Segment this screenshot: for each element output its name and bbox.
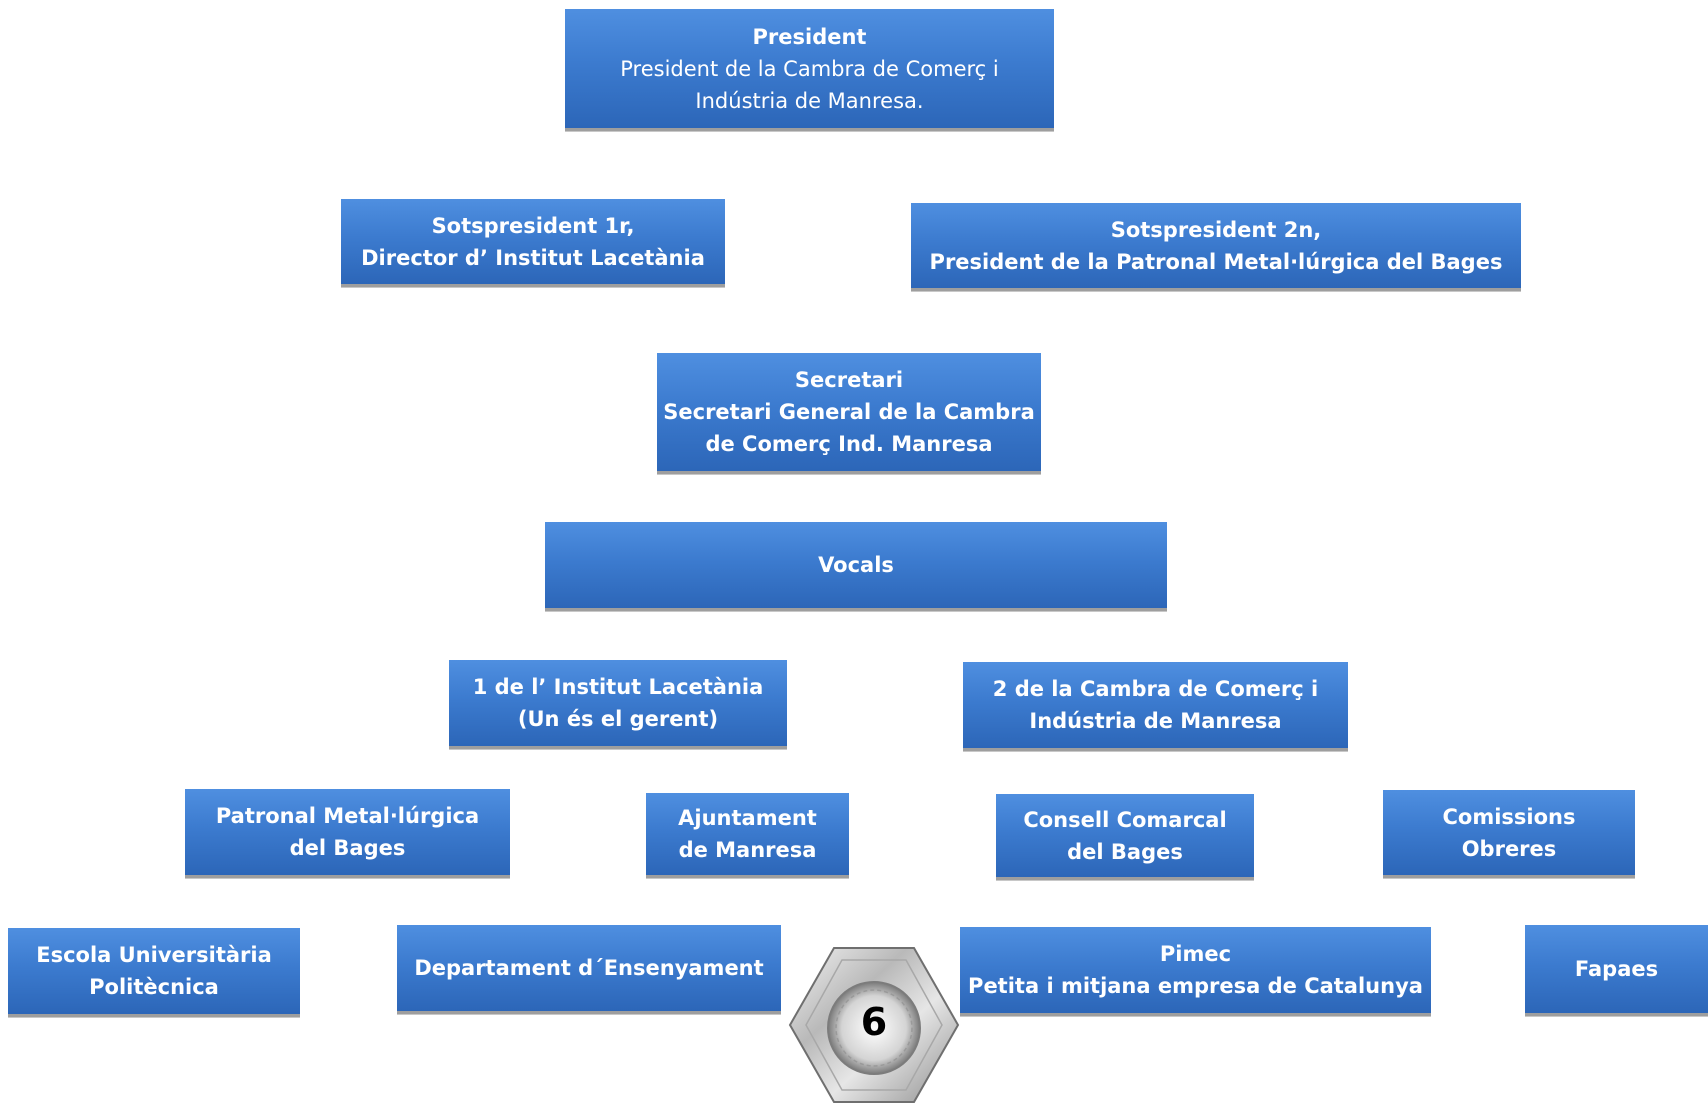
patronal-line-2: del Bages [289, 836, 406, 860]
escola-line-1: Escola Universitària [36, 943, 272, 967]
ajuntament-line-1: Ajuntament [678, 806, 817, 830]
patronal-line-1: Patronal Metal·lúrgica [215, 804, 480, 828]
vocal-cambra-box: 2 de la Cambra de Comerç i Indústria de … [963, 662, 1348, 751]
secretary-line-1: Secretari General de la Cambra [663, 400, 1035, 424]
pimec-line-2: Petita i mitjana empresa de Catalunya [968, 974, 1423, 998]
vocal-lacetania-line-1: 1 de l’ Institut Lacetània [472, 675, 764, 699]
vice-president-2-box: Sotspresident 2n, President de la Patron… [911, 203, 1521, 291]
vice-president-1-role: Director d’ Institut Lacetània [361, 245, 705, 270]
vocals-box: Vocals [545, 522, 1167, 611]
fapaes-box: Fapaes [1525, 925, 1708, 1016]
departament-box: Departament d´Ensenyament [397, 925, 781, 1014]
vice-president-2-title: Sotspresident 2n, [1110, 217, 1322, 242]
ajuntament-line-2: de Manresa [678, 838, 817, 862]
consell-comarcal-line-1: Consell Comarcal [1023, 807, 1227, 832]
secretary-line-2: de Comerç Ind. Manresa [705, 432, 993, 456]
president-title: President [752, 24, 867, 49]
escola-box: Escola Universitària Politècnica [8, 928, 300, 1017]
vocal-cambra-line-2: Indústria de Manresa [1029, 709, 1282, 733]
comissions-obreres-line-1: Comissions [1442, 804, 1576, 829]
president-box: President President de la Cambra de Come… [565, 9, 1054, 131]
vice-president-1-box: Sotspresident 1r, Director d’ Institut L… [341, 199, 725, 287]
consell-comarcal-box: Consell Comarcal del Bages [996, 794, 1254, 880]
page-number: 6 [860, 1000, 888, 1044]
pimec-line-1: Pimec [1159, 942, 1232, 966]
vocals-title: Vocals [818, 553, 894, 577]
vocal-lacetania-line-2: (Un és el gerent) [517, 707, 719, 731]
president-line-2: Indústria de Manresa. [695, 88, 924, 113]
escola-line-2: Politècnica [89, 975, 219, 999]
comissions-obreres-line-2: Obreres [1461, 836, 1557, 861]
vice-president-1-title: Sotspresident 1r, [431, 213, 635, 238]
consell-comarcal-line-2: del Bages [1067, 839, 1183, 864]
comissions-obreres-box: Comissions Obreres [1383, 790, 1635, 878]
departament-line-1: Departament d´Ensenyament [414, 956, 764, 980]
ajuntament-box: Ajuntament de Manresa [646, 793, 849, 878]
vocal-lacetania-box: 1 de l’ Institut Lacetània (Un és el ger… [449, 660, 787, 749]
secretary-box: Secretari Secretari General de la Cambra… [657, 353, 1041, 474]
fapaes-line-1: Fapaes [1574, 957, 1659, 981]
hex-nut-icon [788, 947, 960, 1103]
pimec-box: Pimec Petita i mitjana empresa de Catalu… [960, 927, 1431, 1016]
vocal-cambra-line-1: 2 de la Cambra de Comerç i [992, 677, 1319, 701]
vice-president-2-role: President de la Patronal Metal·lúrgica d… [929, 249, 1503, 274]
patronal-box: Patronal Metal·lúrgica del Bages [185, 789, 510, 878]
president-line-1: President de la Cambra de Comerç i [620, 56, 999, 81]
secretary-title: Secretari [794, 368, 904, 392]
